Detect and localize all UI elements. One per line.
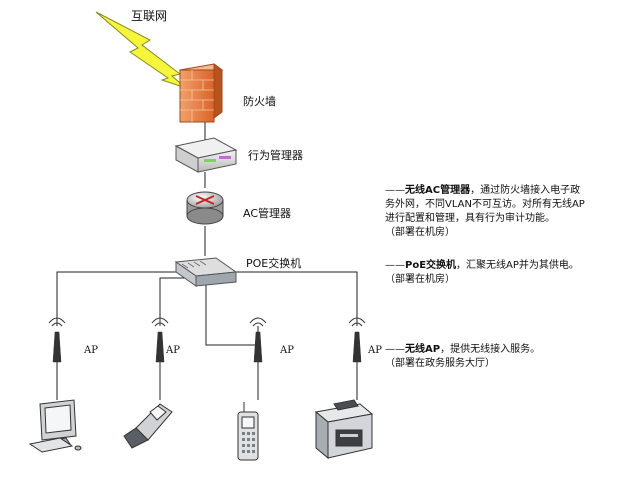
line-switch-ap2 <box>159 277 190 326</box>
firewall-icon <box>178 63 224 123</box>
poe-description-line2: （部署在机房） <box>385 274 455 285</box>
ap-label-4: AP <box>368 345 382 356</box>
line-switch-ap3 <box>205 285 259 346</box>
lightning-icon <box>95 11 187 89</box>
smartphone-icon <box>123 403 173 449</box>
ap-icon-1 <box>48 317 66 363</box>
ap-description-line1: ——无线AP，提供无线接入服务。 <box>385 344 541 355</box>
ap-label-1: AP <box>84 345 98 356</box>
connection-lines <box>56 120 358 400</box>
ap-description-line2: （部署在政务服务大厅） <box>385 358 495 369</box>
behavior-manager-label: 行为管理器 <box>248 149 303 162</box>
ap-description: ——无线AP，提供无线接入服务。 （部署在政务服务大厅） <box>385 343 621 371</box>
ap-icon-4 <box>348 317 366 363</box>
poe-description-line1: ——PoE交换机，汇聚无线AP并为其供电。 <box>385 260 579 271</box>
ac-description-line1: ——无线AC管理器，通过防火墙接入电子政 <box>385 185 581 196</box>
line-switch-ap1 <box>56 271 178 326</box>
ac-description-line4: （部署在机房） <box>385 227 455 238</box>
firewall-label: 防火墙 <box>243 95 276 108</box>
switch-icon <box>174 257 238 287</box>
desktop-computer-icon <box>28 399 82 453</box>
ap-label-3: AP <box>280 345 294 356</box>
ap-icon-2 <box>151 317 169 363</box>
ac-description-line3: 进行配置和管理，具有行为审计功能。 <box>385 213 555 224</box>
ap-label-2: AP <box>166 345 180 356</box>
mobile-phone-icon <box>237 402 259 461</box>
ac-description: ——无线AC管理器，通过防火墙接入电子政 务外网，不同VLAN不可互访。对所有无… <box>385 184 621 240</box>
ac-manager-label: AC管理器 <box>243 207 292 220</box>
printer-icon <box>314 399 374 460</box>
line-switch-ap4 <box>230 271 358 326</box>
router-icon <box>186 191 224 225</box>
poe-switch-label: POE交换机 <box>246 257 302 270</box>
internet-label: 互联网 <box>131 9 168 23</box>
ac-description-line2: 务外网，不同VLAN不可互访。对所有无线AP <box>385 199 585 210</box>
poe-description: ——PoE交换机，汇聚无线AP并为其供电。 （部署在机房） <box>385 259 621 287</box>
ap-icon-3 <box>249 317 267 363</box>
behavior-manager-icon <box>174 137 238 173</box>
